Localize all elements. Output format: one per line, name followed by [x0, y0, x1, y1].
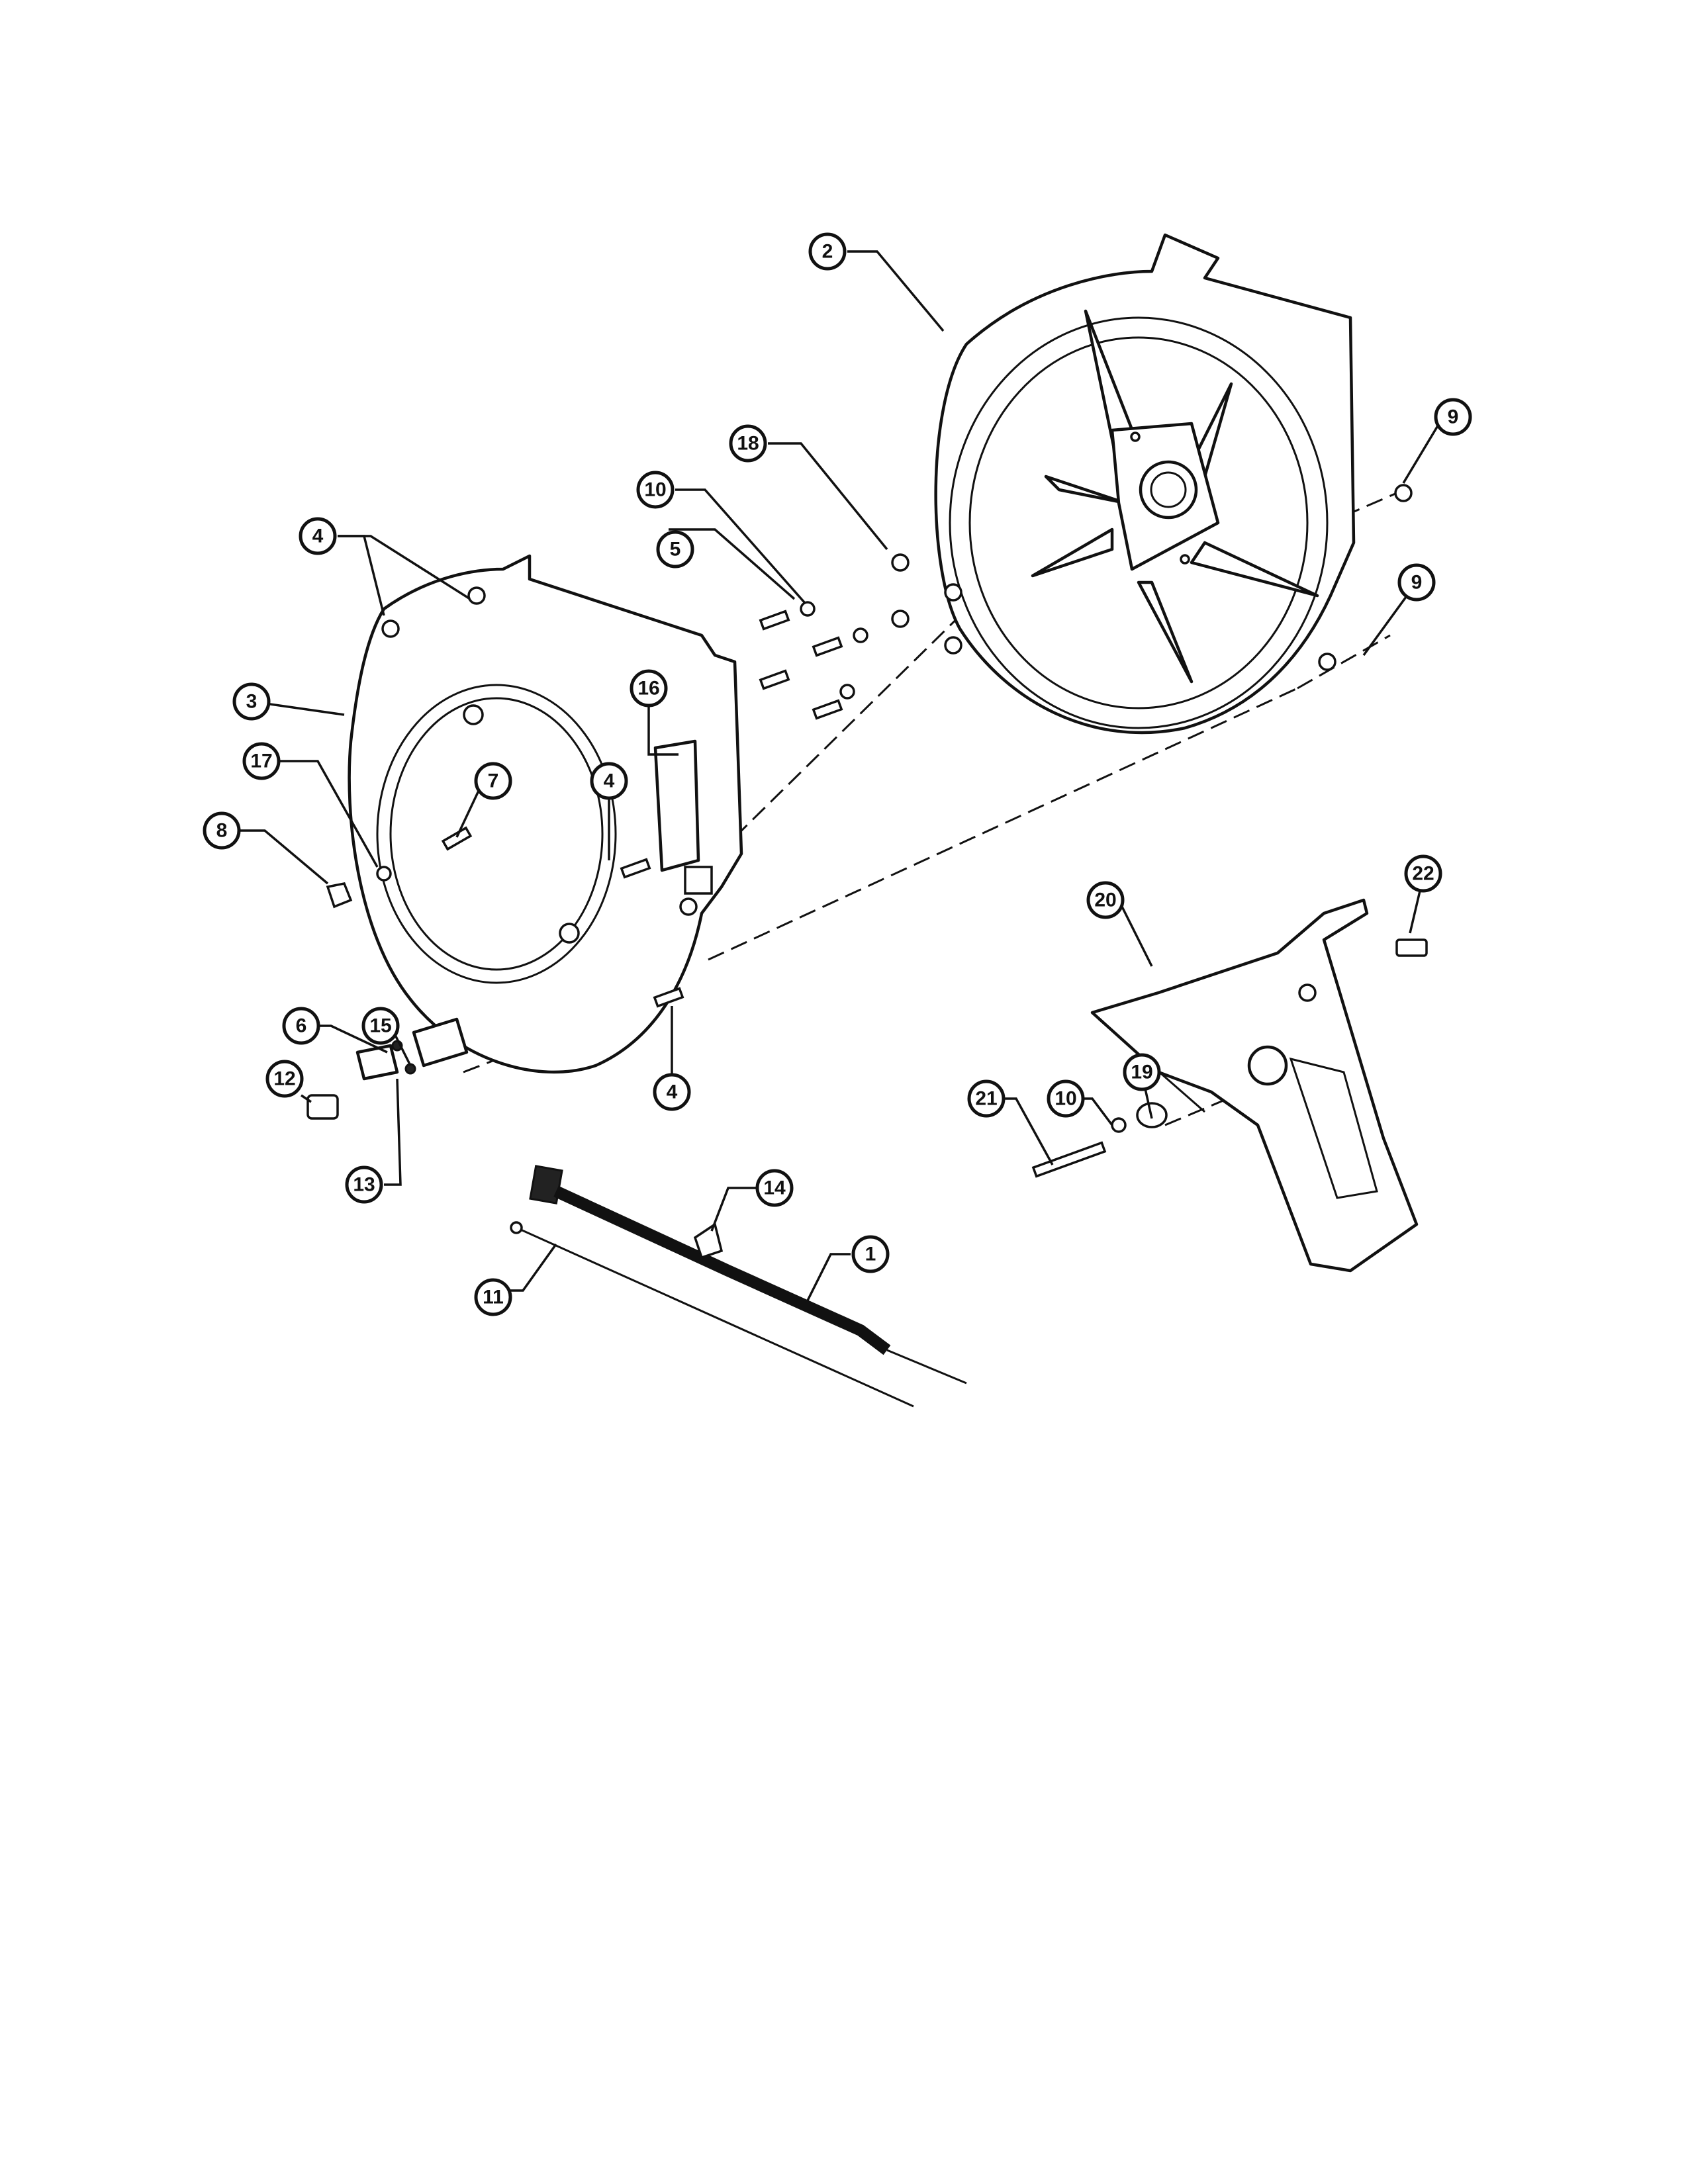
callout-label: 4: [312, 525, 324, 547]
callout-label: 12: [273, 1068, 295, 1090]
callout-label: 4: [604, 770, 615, 792]
callout-part-14: 14: [755, 1169, 794, 1207]
cable-assembly: [510, 1165, 967, 1408]
rear-impeller-housing: [934, 233, 1356, 735]
callout-part-3: 3: [232, 682, 271, 721]
callout-label: 11: [483, 1287, 504, 1308]
callout-part-5: 5: [656, 530, 694, 569]
callout-part-8: 8: [203, 811, 241, 850]
callout-part-10-top: 10: [636, 471, 675, 509]
callout-part-7: 7: [474, 762, 512, 800]
callout-part-2: 2: [808, 232, 847, 271]
callout-part-20: 20: [1086, 881, 1125, 919]
callout-part-15: 15: [361, 1007, 400, 1045]
callout-label: 6: [296, 1015, 307, 1037]
callout-label: 7: [488, 770, 499, 792]
callout-part-22: 22: [1404, 854, 1442, 893]
callout-part-6: 6: [282, 1007, 320, 1045]
callout-part-21: 21: [967, 1079, 1006, 1118]
callout-label: 9: [1448, 406, 1459, 428]
callout-label: 5: [670, 539, 681, 561]
callout-part-4-bottom: 4: [653, 1073, 691, 1111]
callout-part-16: 16: [630, 669, 668, 707]
callout-part-11: 11: [474, 1278, 512, 1316]
callout-label: 14: [763, 1177, 786, 1199]
callout-part-18: 18: [729, 424, 767, 463]
chute-deflector: [1031, 898, 1428, 1273]
callout-label: 15: [369, 1015, 391, 1037]
callout-part-4-middle: 4: [590, 762, 628, 800]
callout-label: 1: [865, 1244, 876, 1265]
hardware: [326, 484, 1413, 1008]
callout-label: 21: [975, 1088, 997, 1110]
callout-label: 16: [637, 678, 659, 700]
callout-part-19: 19: [1123, 1053, 1161, 1091]
callout-label: 19: [1131, 1062, 1152, 1083]
callout-part-1: 1: [851, 1235, 890, 1273]
callout-part-10-bottom: 10: [1047, 1079, 1085, 1118]
callout-part-17: 17: [242, 742, 281, 780]
leader-lines: [235, 250, 1444, 1301]
callout-part-9-bottom: 9: [1397, 563, 1436, 602]
callout-label: 10: [1055, 1088, 1076, 1110]
callout-label: 9: [1411, 572, 1423, 594]
callout-label: 3: [246, 691, 258, 713]
callout-part-12: 12: [265, 1060, 304, 1098]
callout-label: 4: [667, 1081, 678, 1103]
callout-part-4-top: 4: [299, 517, 337, 555]
callout-part-9-top: 9: [1434, 398, 1472, 436]
callout-label: 8: [216, 820, 228, 842]
callout-label: 2: [822, 241, 833, 263]
callout-part-13: 13: [345, 1165, 383, 1204]
callout-label: 17: [250, 751, 272, 772]
callout-label: 18: [737, 433, 759, 455]
callout-label: 13: [353, 1174, 375, 1196]
callout-label: 10: [644, 479, 666, 501]
callout-label: 22: [1412, 863, 1434, 885]
callout-label: 20: [1094, 889, 1116, 911]
